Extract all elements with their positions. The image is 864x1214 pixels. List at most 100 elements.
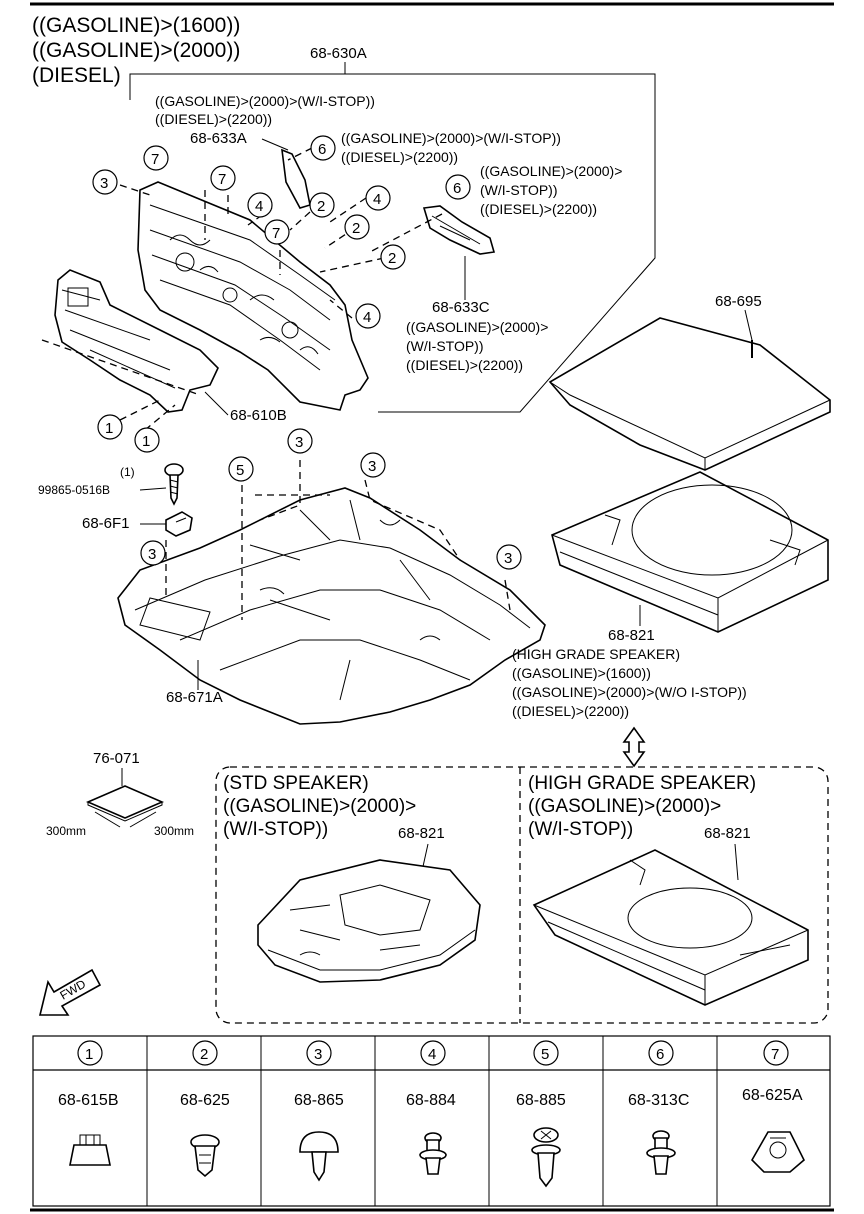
table-ref-1-label: 1 xyxy=(85,1046,93,1063)
table-ref-6 xyxy=(648,1040,674,1066)
fastener-68-625A-icon xyxy=(751,1131,805,1173)
callout-2b xyxy=(344,214,370,240)
callout-3a-label: 3 xyxy=(100,175,108,192)
part-piece-68-633A xyxy=(281,148,311,209)
callout-3e-label: 3 xyxy=(504,550,512,567)
sheet-dim-left: 300mm xyxy=(46,824,86,838)
header-applic-1: ((GASOLINE)>(1600)) xyxy=(32,14,240,37)
callout-3c xyxy=(360,452,386,478)
table-part-6: 68-313C xyxy=(628,1092,689,1109)
fwd-arrow-icon: FWD xyxy=(38,968,102,1016)
table-ref-4-label: 4 xyxy=(428,1046,436,1063)
callout-2b-label: 2 xyxy=(352,220,360,237)
trunk-board-68-695 xyxy=(548,317,831,471)
note-633C-3: ((DIESEL)>(2200)) xyxy=(406,357,523,373)
fastener-68-885-icon xyxy=(531,1127,561,1188)
part-68-633C: 68-633C xyxy=(432,299,490,316)
note-6b-1: ((GASOLINE)>(2000)> xyxy=(480,163,622,179)
fastener-68-625-icon xyxy=(190,1134,220,1178)
callout-3d-label: 3 xyxy=(148,546,156,563)
table-ref-2-label: 2 xyxy=(200,1046,208,1063)
part-68-6F1: 68-6F1 xyxy=(82,515,130,532)
header-applic-3: (DIESEL) xyxy=(32,64,121,87)
callout-3b xyxy=(287,428,313,454)
callout-7b xyxy=(210,165,236,191)
note-633C-1: ((GASOLINE)>(2000)> xyxy=(406,319,548,335)
callout-4c-label: 4 xyxy=(363,309,371,326)
callout-7a-label: 7 xyxy=(151,151,159,168)
clip-68-6F1 xyxy=(165,511,193,537)
callout-3b-label: 3 xyxy=(295,434,303,451)
callout-3c-label: 3 xyxy=(368,458,376,475)
fastener-68-865-icon xyxy=(299,1131,339,1182)
callout-1a-label: 1 xyxy=(105,420,113,437)
header-applic-2: ((GASOLINE)>(2000)) xyxy=(32,39,240,62)
note-6a-2: ((DIESEL)>(2200)) xyxy=(341,149,458,165)
table-part-2: 68-625 xyxy=(180,1092,230,1109)
sheet-76-071 xyxy=(85,785,165,819)
note-821-2: ((GASOLINE)>(1600)) xyxy=(512,665,651,681)
note-6b-2: (W/I-STOP)) xyxy=(480,182,558,198)
table-part-7: 68-625A xyxy=(742,1087,803,1104)
callout-6a-label: 6 xyxy=(318,141,326,158)
table-ref-1 xyxy=(77,1040,103,1066)
part-68-630A: 68-630A xyxy=(310,45,367,62)
part-68-633A: 68-633A xyxy=(190,130,247,147)
part-68-610B: 68-610B xyxy=(230,407,287,424)
trunk-tray-68-821-top xyxy=(551,471,829,633)
part-68-671A: 68-671A xyxy=(166,689,223,706)
callout-6b xyxy=(445,174,471,200)
fastener-68-313C-icon xyxy=(646,1130,676,1175)
callout-5a-label: 5 xyxy=(236,462,244,479)
callout-1b xyxy=(134,427,160,453)
callout-7c-label: 7 xyxy=(272,225,280,242)
table-part-4: 68-884 xyxy=(406,1092,456,1109)
trunk-tray-68-821-high xyxy=(532,849,809,1006)
callout-2c-label: 2 xyxy=(388,250,396,267)
high-variant-line2: ((GASOLINE)>(2000)> xyxy=(528,796,721,817)
callout-4c xyxy=(355,303,381,329)
table-ref-3-label: 3 xyxy=(314,1046,322,1063)
callout-6b-label: 6 xyxy=(453,180,461,197)
callout-3a xyxy=(92,169,118,195)
sheet-dim-right: 300mm xyxy=(154,824,194,838)
note-633A-1: ((GASOLINE)>(2000)>(W/I-STOP)) xyxy=(155,93,375,109)
table-ref-5 xyxy=(533,1040,559,1066)
alternative-arrow-icon xyxy=(622,726,646,768)
callout-7c xyxy=(264,219,290,245)
high-variant-line1: (HIGH GRADE SPEAKER) xyxy=(528,773,756,794)
table-ref-7-label: 7 xyxy=(771,1046,779,1063)
callout-5a xyxy=(228,456,254,482)
table-ref-7 xyxy=(763,1040,789,1066)
callout-4a-label: 4 xyxy=(255,198,263,215)
table-ref-5-label: 5 xyxy=(541,1046,549,1063)
high-variant-part: 68-821 xyxy=(704,825,751,842)
note-633C-2: (W/I-STOP)) xyxy=(406,338,484,354)
fastener-68-884-icon xyxy=(419,1132,447,1175)
callout-4b xyxy=(365,185,391,211)
fastener-68-615B-icon xyxy=(69,1134,111,1166)
std-variant-line2: ((GASOLINE)>(2000)> xyxy=(223,796,416,817)
fastener-table xyxy=(32,1035,831,1207)
callout-3e xyxy=(496,544,522,570)
part-68-695: 68-695 xyxy=(715,293,762,310)
dash-panel-frame xyxy=(129,73,656,413)
callout-7a xyxy=(143,145,169,171)
screw-99865-0516B xyxy=(164,463,184,506)
table-part-5: 68-885 xyxy=(516,1092,566,1109)
part-68-821-top: 68-821 xyxy=(608,627,655,644)
variants-frame xyxy=(215,766,829,1024)
table-part-3: 68-865 xyxy=(294,1092,344,1109)
callout-1b-label: 1 xyxy=(142,433,150,450)
note-821-1: (HIGH GRADE SPEAKER) xyxy=(512,646,680,662)
callout-1a xyxy=(97,414,123,440)
callout-6a xyxy=(310,135,336,161)
trunk-tray-68-821-std xyxy=(257,859,481,983)
note-821-4: ((DIESEL)>(2200)) xyxy=(512,703,629,719)
callout-2a xyxy=(309,192,335,218)
table-ref-6-label: 6 xyxy=(656,1046,664,1063)
dash-insulator-68-630A xyxy=(137,181,369,411)
table-ref-4 xyxy=(420,1040,446,1066)
callout-4b-label: 4 xyxy=(373,191,381,208)
